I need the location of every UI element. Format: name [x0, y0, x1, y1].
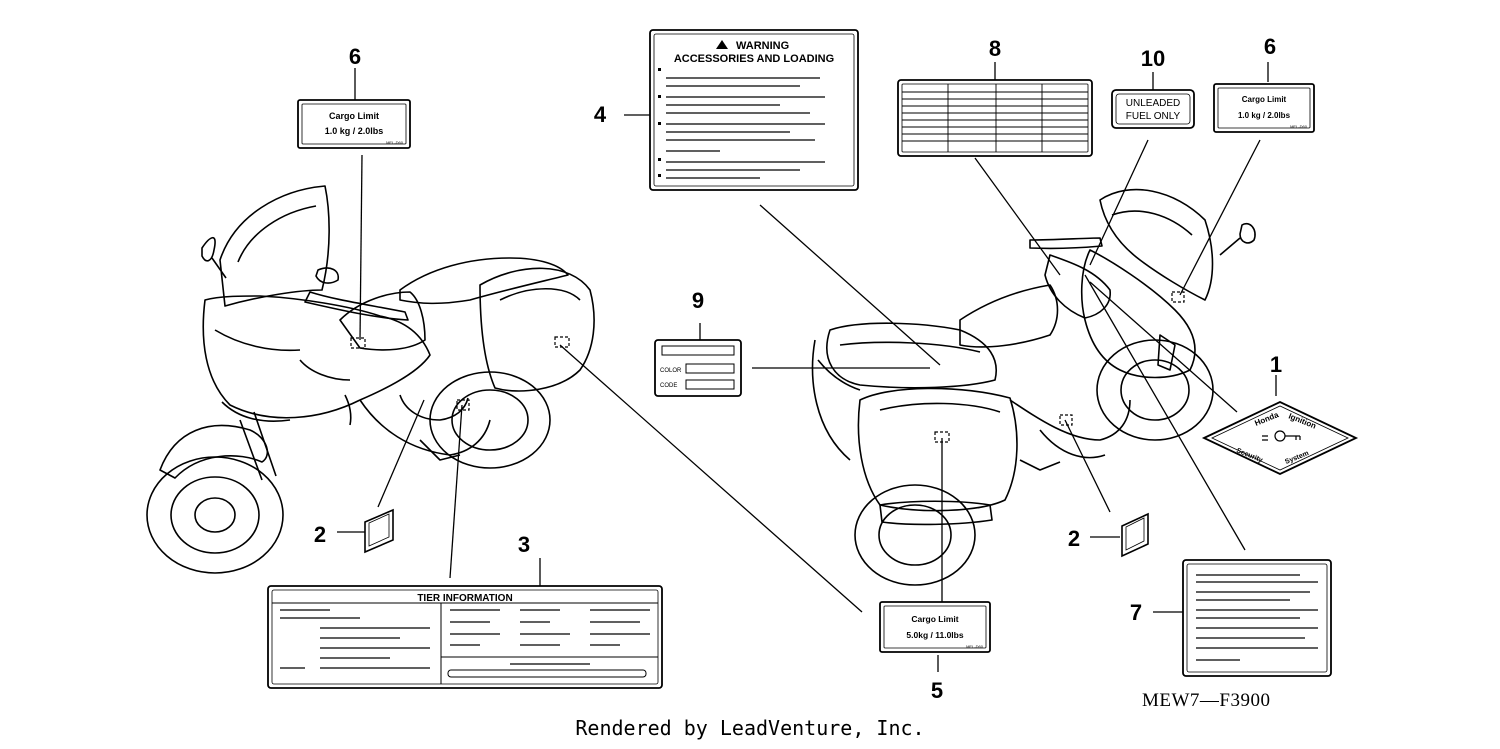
color-code-label: COLOR CODE [654, 339, 742, 397]
label-part-code: MEL-D60 [386, 140, 404, 145]
label-part-code: MEL-D60 [966, 644, 984, 649]
callout-10: 10 [1141, 46, 1165, 71]
fuel-line-2: FUEL ONLY [1126, 111, 1181, 122]
small-square-label-right [1121, 512, 1149, 558]
cargo-limit-title: Cargo Limit [1242, 95, 1287, 104]
cargo-limit-title: Cargo Limit [911, 614, 958, 624]
callout-8: 8 [989, 36, 1001, 61]
unleaded-fuel-label: UNLEADED FUEL ONLY [1111, 89, 1195, 129]
diagram-code: MEW7—F3900 [1142, 690, 1271, 711]
warning-heading: WARNING [736, 40, 789, 52]
grid-lines [902, 84, 1088, 152]
callout-6-left: 6 [349, 44, 361, 69]
cargo-limit-label-left: Cargo Limit 1.0 kg / 2.0lbs MEL-D60 [297, 99, 411, 149]
cargo-limit-label-right: Cargo Limit 1.0 kg / 2.0lbs MEL-D60 [1213, 83, 1315, 133]
fuel-line-1: UNLEADED [1126, 98, 1180, 109]
color-field-label: COLOR [660, 368, 682, 374]
cargo-limit-value: 1.0 kg / 2.0lbs [325, 126, 384, 136]
emission-grid-label [897, 79, 1093, 157]
callout-1: 1 [1270, 352, 1282, 377]
callout-4: 4 [594, 102, 607, 127]
callout-2-right: 2 [1068, 526, 1080, 551]
callout-5: 5 [931, 678, 943, 703]
warning-subheading: ACCESSORIES AND LOADING [674, 53, 834, 65]
callout-3: 3 [518, 532, 530, 557]
cargo-limit-value: 1.0 kg / 2.0lbs [1238, 111, 1291, 120]
leader-lines [337, 62, 1277, 672]
callout-9: 9 [692, 288, 704, 313]
left-motorcycle-drawing [146, 185, 595, 574]
information-label [1182, 559, 1332, 677]
callout-2-left: 2 [314, 522, 326, 547]
key-icon [1262, 430, 1301, 442]
callout-7: 7 [1130, 600, 1142, 625]
warning-accessories-label: WARNING ACCESSORIES AND LOADING [649, 29, 859, 191]
label-location-markers [350, 291, 1185, 443]
tier-information-heading: TIER INFORMATION [417, 593, 512, 604]
warning-text-lines [666, 77, 825, 179]
warning-triangle-icon [716, 40, 728, 49]
code-field-label: CODE [660, 383, 677, 389]
information-text-lines [1196, 574, 1318, 661]
cargo-limit-label-large: Cargo Limit 5.0kg / 11.0lbs MEL-D60 [879, 601, 991, 653]
cargo-limit-title: Cargo Limit [329, 111, 379, 121]
callout-numbers: 6 2 3 4 8 10 6 1 7 2 9 5 [314, 34, 1282, 703]
tire-information-label: TIER INFORMATION [267, 585, 663, 689]
label-part-code: MEL-D60 [1290, 124, 1308, 129]
ignition-security-label: Honda Ignition Security System [1201, 401, 1359, 475]
cargo-limit-value: 5.0kg / 11.0lbs [906, 630, 963, 640]
tier-text-lines [280, 609, 650, 669]
footer-credit: Rendered by LeadVenture, Inc. [575, 716, 925, 740]
small-square-label-left [364, 508, 394, 554]
right-motorcycle-drawing [811, 188, 1256, 586]
callout-6-right: 6 [1264, 34, 1276, 59]
